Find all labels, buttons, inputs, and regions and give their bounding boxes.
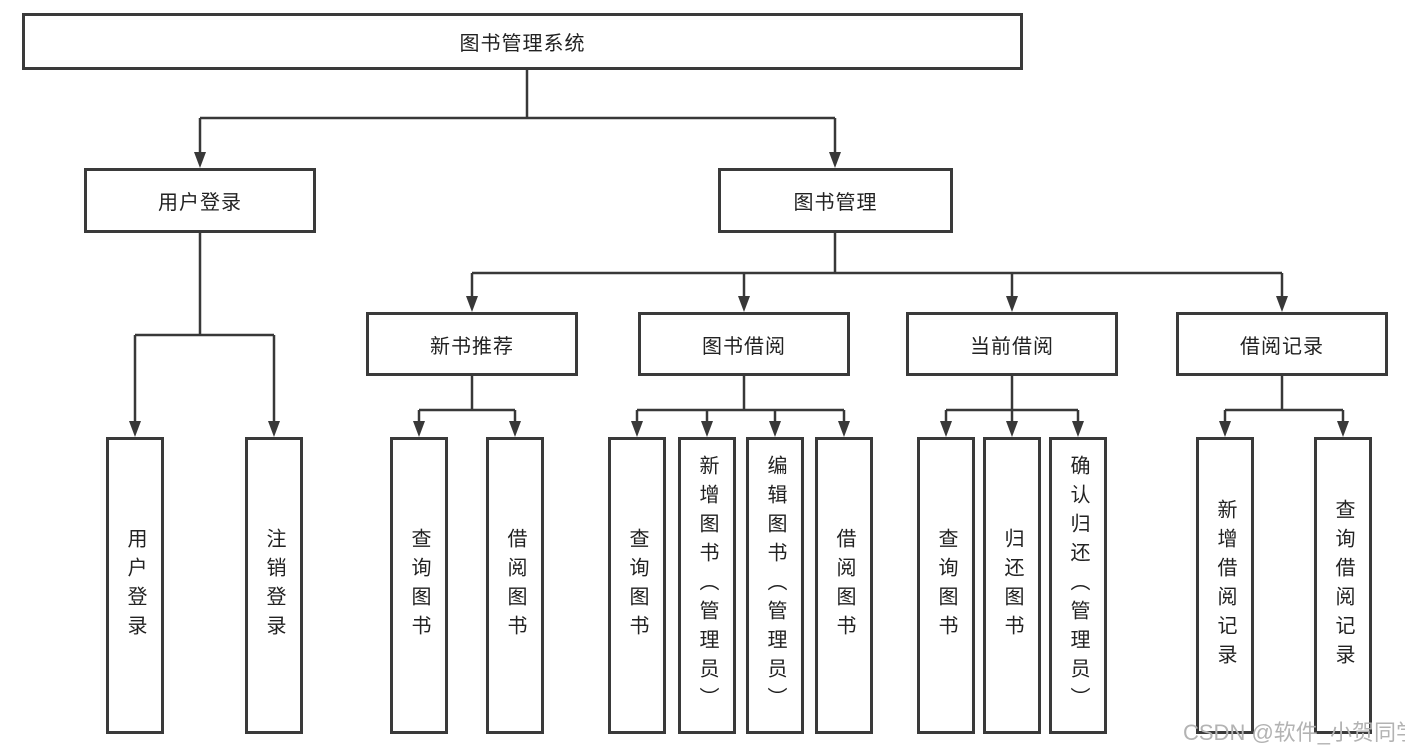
node-book-borrow: 图书借阅 xyxy=(638,312,850,376)
node-borrow-records: 借阅记录 xyxy=(1176,312,1388,376)
node-user-login: 用户登录 xyxy=(84,168,316,233)
leaf-borrow-books-recommend: 借阅图书 xyxy=(486,437,544,734)
leaf-return-books: 归还图书 xyxy=(983,437,1041,734)
leaf-edit-books-admin: 编辑图书（管理员） xyxy=(746,437,804,734)
leaf-add-books-admin: 新增图书（管理员） xyxy=(678,437,736,734)
leaf-query-books-current-label: 查询图书 xyxy=(935,527,957,644)
leaf-query-books-borrow: 查询图书 xyxy=(608,437,666,734)
node-book-management-label: 图书管理 xyxy=(793,192,878,214)
leaf-user-login: 用户登录 xyxy=(106,437,164,734)
leaf-add-borrow-record: 新增借阅记录 xyxy=(1196,437,1254,734)
leaf-borrow-books-label: 借阅图书 xyxy=(833,527,855,644)
leaf-query-books-recommend: 查询图书 xyxy=(390,437,448,734)
leaf-confirm-return-admin: 确认归还（管理员） xyxy=(1049,437,1107,734)
leaf-logout-login-label: 注销登录 xyxy=(263,527,285,644)
leaf-confirm-return-admin-label: 确认归还（管理员） xyxy=(1067,455,1089,716)
leaf-edit-books-admin-label: 编辑图书（管理员） xyxy=(764,455,786,716)
node-root-label: 图书管理系统 xyxy=(459,33,586,55)
leaf-query-borrow-record-label: 查询借阅记录 xyxy=(1332,498,1354,673)
csdn-watermark: CSDN @软件_小贺同学 xyxy=(1183,720,1405,745)
leaf-add-borrow-record-label: 新增借阅记录 xyxy=(1214,498,1236,673)
leaf-query-books-borrow-label: 查询图书 xyxy=(626,527,648,644)
node-new-book-recommend-label: 新书推荐 xyxy=(430,335,514,358)
node-current-borrow-label: 当前借阅 xyxy=(970,335,1054,358)
node-current-borrow: 当前借阅 xyxy=(906,312,1118,376)
leaf-borrow-books: 借阅图书 xyxy=(815,437,873,734)
leaf-add-books-admin-label: 新增图书（管理员） xyxy=(696,455,718,716)
node-root: 图书管理系统 xyxy=(22,13,1023,70)
node-new-book-recommend: 新书推荐 xyxy=(366,312,578,376)
leaf-user-login-label: 用户登录 xyxy=(124,527,146,644)
leaf-query-books-recommend-label: 查询图书 xyxy=(408,527,430,644)
leaf-logout-login: 注销登录 xyxy=(245,437,303,734)
node-user-login-label: 用户登录 xyxy=(158,192,242,214)
node-book-management: 图书管理 xyxy=(718,168,953,233)
leaf-query-books-current: 查询图书 xyxy=(917,437,975,734)
node-borrow-records-label: 借阅记录 xyxy=(1240,335,1324,358)
leaf-return-books-label: 归还图书 xyxy=(1001,527,1023,644)
node-book-borrow-label: 图书借阅 xyxy=(702,335,786,358)
leaf-query-borrow-record: 查询借阅记录 xyxy=(1314,437,1372,734)
leaf-borrow-books-recommend-label: 借阅图书 xyxy=(504,527,526,644)
